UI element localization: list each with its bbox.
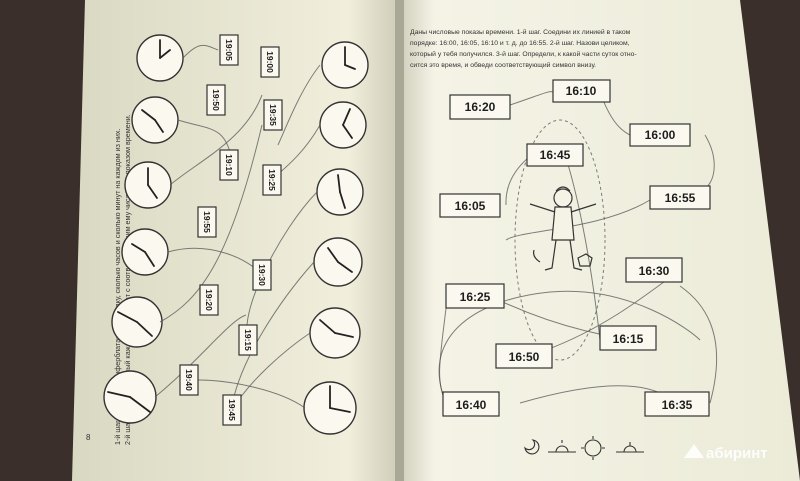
time-box: 16:20	[449, 94, 511, 120]
time-box: 16:30	[625, 257, 683, 283]
time-label: 16:00	[645, 128, 676, 142]
time-label: 16:40	[456, 398, 487, 412]
moon-icon	[524, 439, 540, 455]
clock	[124, 161, 172, 209]
time-box: 19:20	[199, 284, 219, 316]
time-box: 19:30	[252, 259, 272, 291]
time-box: 16:35	[644, 391, 710, 417]
page-number: 8	[86, 433, 91, 442]
time-label: 19:45	[227, 399, 237, 421]
time-box: 19:40	[179, 364, 199, 396]
time-label: 16:20	[465, 100, 496, 114]
time-box: 19:55	[197, 206, 217, 238]
time-label: 16:10	[566, 84, 597, 98]
clock	[121, 228, 169, 276]
clock	[103, 370, 157, 424]
time-label: 19:00	[265, 51, 275, 73]
time-label: 16:15	[613, 332, 644, 346]
sunrise-icon	[548, 440, 576, 453]
right-clocks-column	[303, 41, 369, 435]
time-label: 19:10	[224, 154, 234, 176]
clock	[313, 237, 363, 287]
time-label: 19:15	[243, 329, 253, 351]
time-box: 16:55	[649, 185, 711, 210]
clock	[111, 296, 163, 348]
time-label: 16:30	[639, 264, 670, 278]
time-box: 16:50	[495, 343, 553, 369]
left-clocks-column	[103, 34, 184, 424]
time-label: 16:55	[665, 191, 696, 205]
time-box: 19:50	[206, 84, 226, 116]
time-label: 16:35	[662, 398, 693, 412]
time-box: 16:40	[442, 391, 500, 417]
instruction-line-3: который у тебя получился. 3-й шаг. Опред…	[410, 50, 637, 58]
watermark-logo	[684, 444, 704, 458]
time-label: 19:30	[257, 264, 267, 286]
sunset-icon	[616, 442, 644, 453]
watermark: абиринт	[684, 444, 768, 462]
time-label: 16:05	[455, 199, 486, 213]
time-box: 19:15	[238, 324, 258, 356]
time-label: 19:55	[202, 211, 212, 233]
clock	[319, 101, 367, 149]
book-spine	[395, 0, 404, 481]
time-box: 16:05	[439, 193, 501, 218]
day-part-symbols	[524, 436, 644, 460]
boy-illustration	[529, 186, 597, 271]
left-side-instructions: 1-й шаг. Покажи на циферблатах по порядк…	[86, 114, 132, 445]
clock	[321, 41, 369, 89]
time-label: 19:40	[184, 369, 194, 391]
clock	[136, 34, 184, 82]
instruction-line-1: Даны числовые показы времени. 1-й шаг. С…	[410, 28, 631, 36]
instruction-line-4: сится это время, и обведи соответствующи…	[410, 61, 596, 69]
time-box: 16:15	[599, 325, 657, 351]
watermark-text: абиринт	[706, 445, 768, 462]
left-time-boxes: 19:05 19:00 19:50 19:35 19:10 19:25 19:5…	[179, 34, 283, 426]
time-box: 16:45	[526, 143, 584, 167]
time-box: 16:10	[552, 79, 611, 103]
time-box: 19:25	[262, 164, 282, 196]
time-label: 19:05	[224, 39, 234, 61]
time-label: 16:45	[540, 148, 571, 162]
time-label: 19:20	[204, 289, 214, 311]
left-side-line-1: 1-й шаг. Покажи на циферблатах по порядк…	[113, 129, 122, 445]
sun-icon	[581, 436, 605, 460]
time-label: 16:50	[509, 350, 540, 364]
time-label: 19:50	[211, 89, 221, 111]
clock	[131, 96, 179, 144]
time-label: 16:25	[460, 290, 491, 304]
time-box: 19:05	[219, 34, 239, 66]
clock	[316, 168, 364, 216]
time-box: 16:00	[629, 123, 691, 147]
right-time-boxes: 16:20 16:10 16:00 16:45 16:05 16:55 16:3…	[439, 79, 711, 417]
time-box: 19:35	[263, 99, 283, 131]
time-box: 19:10	[219, 149, 239, 181]
time-box: 19:00	[260, 46, 280, 78]
time-label: 19:25	[267, 169, 277, 191]
instruction-line-2: порядке: 16:00, 16:05, 16:10 и т. д. до …	[410, 39, 630, 47]
clock	[309, 307, 361, 359]
time-label: 19:35	[268, 104, 278, 126]
time-box: 19:45	[222, 394, 242, 426]
left-side-line-2: 2-й шаг. Соедини данный каждый циферблат…	[123, 114, 132, 445]
time-box: 16:25	[445, 283, 505, 309]
right-instructions: Даны числовые показы времени. 1-й шаг. С…	[410, 28, 637, 69]
clock	[303, 381, 357, 435]
